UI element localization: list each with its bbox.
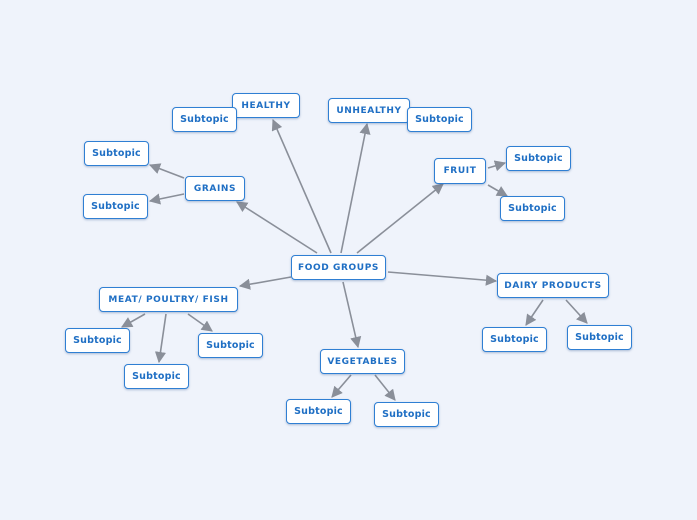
topic-fruit[interactable]: FRUIT: [434, 158, 486, 184]
connector-veg-sub1: [331, 374, 352, 398]
subtopic-vegetables-2[interactable]: Subtopic: [374, 402, 439, 427]
connector-grains-sub1: [148, 163, 185, 179]
connector-fruit-sub2: [487, 184, 508, 197]
subtopic-meat-2[interactable]: Subtopic: [124, 364, 189, 389]
connector-central-unhealthy: [340, 122, 371, 254]
connector-central-vegetables: [342, 281, 362, 349]
connector-fruit-sub1: [487, 160, 507, 172]
subtopic-unhealthy-1[interactable]: Subtopic: [407, 107, 472, 132]
connector-meat-sub2: [154, 313, 167, 364]
subtopic-grains-2[interactable]: Subtopic: [83, 194, 148, 219]
connector-central-meat: [238, 276, 292, 290]
subtopic-dairy-1[interactable]: Subtopic: [482, 327, 547, 352]
connector-central-grains: [236, 201, 318, 254]
subtopic-meat-3[interactable]: Subtopic: [198, 333, 263, 358]
connector-dairy-sub2: [565, 299, 588, 324]
subtopic-meat-1[interactable]: Subtopic: [65, 328, 130, 353]
connector-central-fruit: [356, 183, 444, 254]
connector-veg-sub2: [374, 374, 396, 401]
topic-unhealthy[interactable]: UNHEALTHY: [328, 98, 410, 123]
central-topic-food-groups[interactable]: FOOD GROUPS: [291, 255, 386, 280]
topic-dairy-products[interactable]: DAIRY PRODUCTS: [497, 273, 609, 298]
connector-meat-sub1: [121, 313, 146, 328]
subtopic-grains-1[interactable]: Subtopic: [84, 141, 149, 166]
connector-meat-sub3: [187, 313, 213, 332]
connector-central-healthy: [271, 118, 332, 254]
subtopic-fruit-2[interactable]: Subtopic: [500, 196, 565, 221]
subtopic-fruit-1[interactable]: Subtopic: [506, 146, 571, 171]
topic-grains[interactable]: GRAINS: [185, 176, 245, 201]
topic-meat-poultry-fish[interactable]: MEAT/ POULTRY/ FISH: [99, 287, 238, 312]
topic-healthy[interactable]: HEALTHY: [232, 93, 300, 118]
topic-vegetables[interactable]: VEGETABLES: [320, 349, 405, 374]
subtopic-dairy-2[interactable]: Subtopic: [567, 325, 632, 350]
subtopic-healthy-1[interactable]: Subtopic: [172, 107, 237, 132]
connector-central-dairy: [387, 271, 498, 286]
connector-dairy-sub1: [525, 299, 544, 326]
connector-grains-sub2: [148, 193, 185, 205]
subtopic-vegetables-1[interactable]: Subtopic: [286, 399, 351, 424]
